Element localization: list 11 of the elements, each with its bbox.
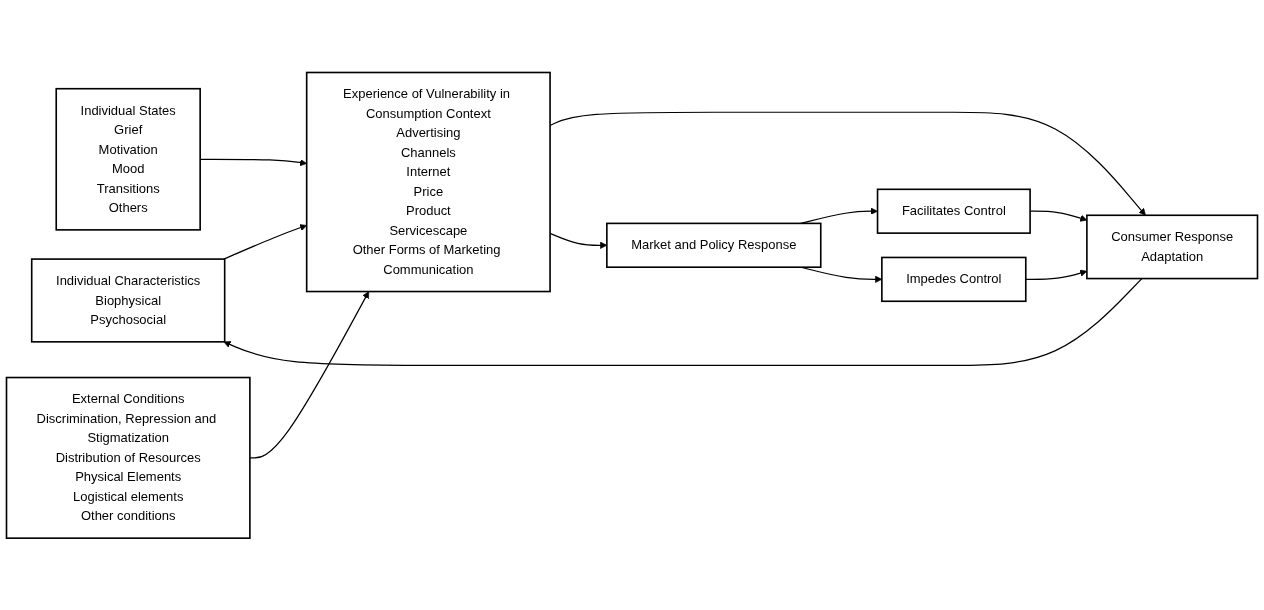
node-box: Market and Policy Response	[606, 222, 822, 268]
arrow	[223, 277, 1143, 366]
arrow	[249, 290, 370, 459]
node-box: Individual States Grief Motivation Mood Transitions Others	[55, 87, 201, 231]
node-box: External Conditions Discrimination, Repression and Stigmatization Distribution of Resources Physical Elements Logistical elements Other conditions	[5, 376, 251, 539]
node-box: Consumer Response Adaptation	[1086, 214, 1259, 280]
node-box: Individual Characteristics Biophysical Psychosocial	[30, 257, 226, 343]
node-box: Experience of Vulnerability in Consumption Context Advertising Channels Internet Price Product Servicescape Other Forms of Marketing Communication	[305, 71, 551, 292]
arrow	[223, 223, 307, 260]
node-box: Impedes Control	[881, 256, 1027, 302]
node-box: Facilitates Control	[876, 188, 1031, 234]
